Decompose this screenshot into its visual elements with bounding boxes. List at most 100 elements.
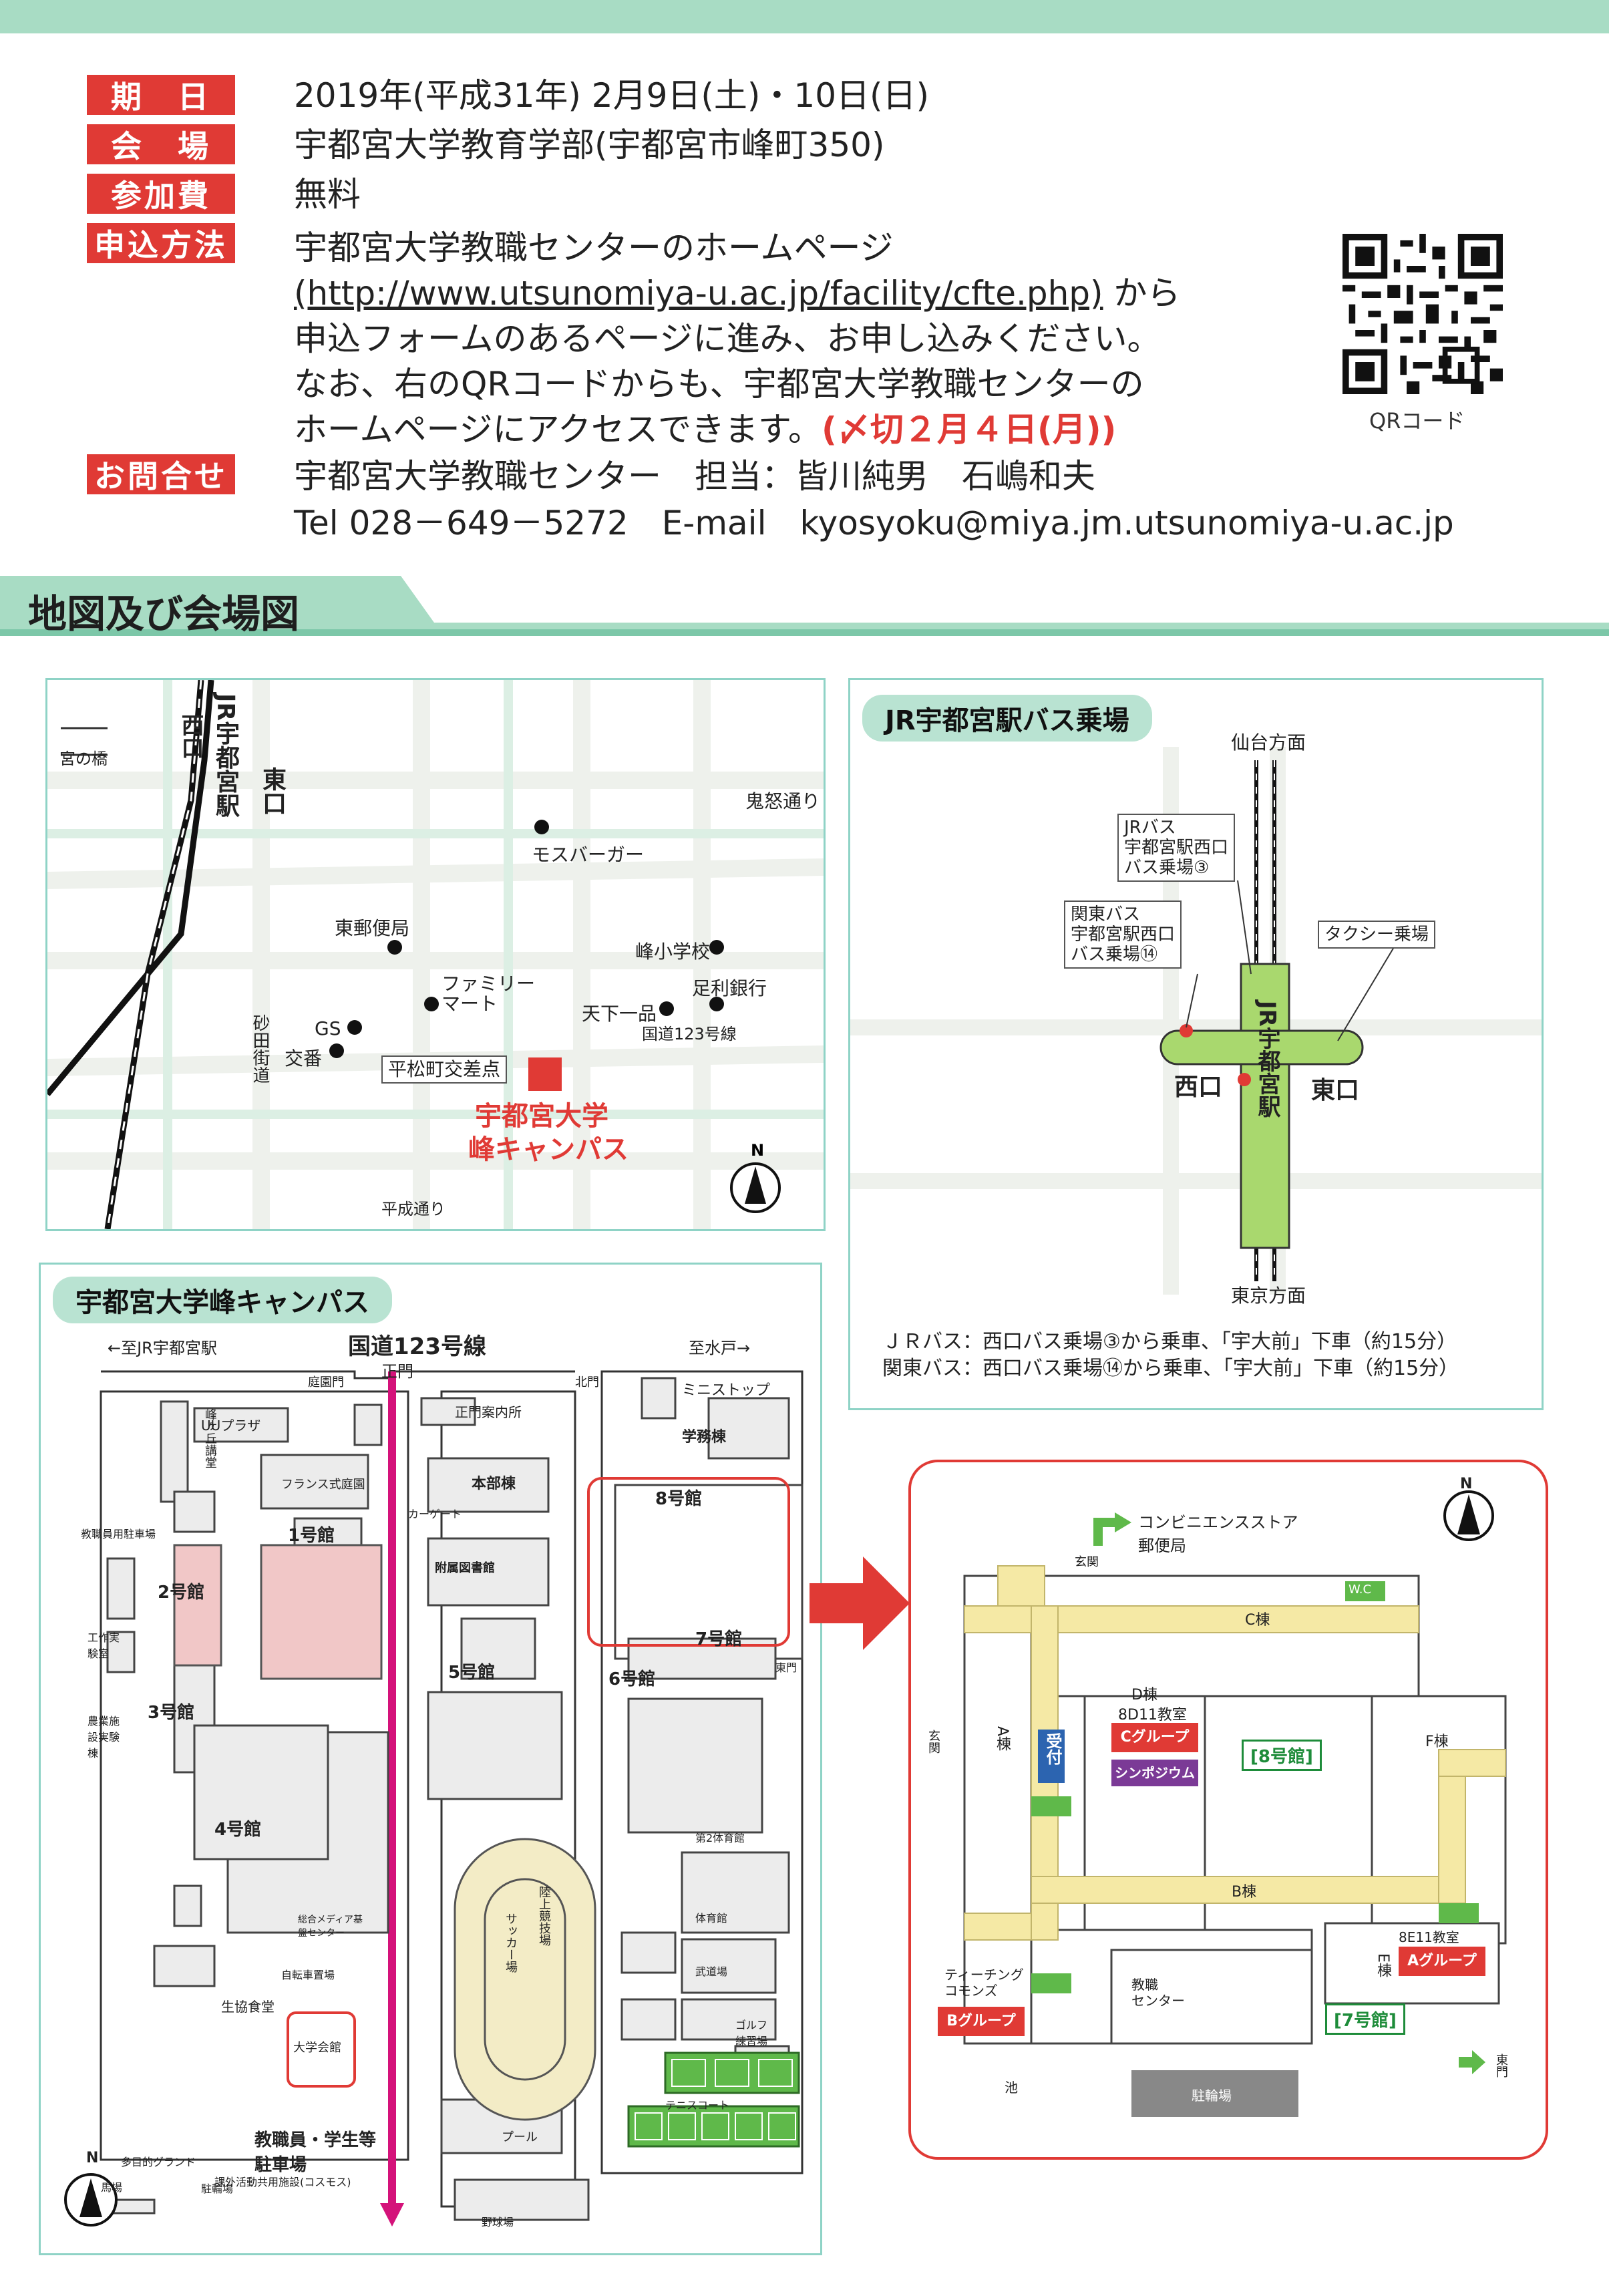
building-east-gate-label: 東門: [1494, 2054, 1508, 2078]
building-parking-label: 駐輪場: [1192, 2088, 1232, 2104]
post-office-label: 東郵便局: [335, 917, 410, 939]
room-8d11-label: 8D11教室: [1118, 1707, 1187, 1724]
label-date: 期 日: [87, 75, 235, 115]
b-building-label: B棟: [1232, 1884, 1257, 1901]
fee-value: 無料: [294, 175, 361, 214]
qr-label: QRコード: [1369, 408, 1465, 434]
d-building-label: D棟: [1131, 1687, 1157, 1703]
hiramatsu-junction-label: 平松町交差点: [381, 1055, 508, 1084]
section-header-bar: [0, 576, 1609, 636]
jr-station-label: JR宇都宮駅: [212, 693, 239, 818]
a-group-badge[interactable]: Aグループ: [1399, 1947, 1485, 1976]
gym-label: 体育館: [695, 1912, 728, 1925]
student-hall-label: 大学会館: [293, 2041, 341, 2055]
f-building-label: F棟: [1425, 1734, 1449, 1750]
family-mart-label: ファミリーマート: [441, 973, 536, 1015]
top-color-band: [0, 0, 1609, 33]
c-group-badge[interactable]: Cグループ: [1111, 1723, 1198, 1752]
contact-line1: 宇都宮大学教職センター 担当：皆川純男 石嶋和夫: [294, 457, 1095, 496]
library-label: 附属図書館: [435, 1561, 495, 1575]
apply-url-line: (http://www.utsunomiya-u.ac.jp/facility/…: [294, 270, 1180, 317]
qr-code-icon[interactable]: [1343, 234, 1503, 394]
campus-north-label: N: [86, 2150, 99, 2166]
sunada-road-label: 砂田街道: [250, 1014, 270, 1084]
label-venue: 会 場: [87, 124, 235, 164]
tokyo-direction-label: 東京方面: [1231, 1285, 1306, 1307]
reception-label: 受付: [1043, 1733, 1062, 1765]
campus-map-diagram: [64, 1370, 803, 2227]
entrance-left-label: 玄関: [926, 1730, 940, 1754]
entrance-top-label: 玄関: [1075, 1555, 1099, 1569]
bus-note-jr: ＪＲバス：西口バス乗場③から乗車、「宇大前」下車（約15分）: [882, 1330, 1457, 1353]
coop-cafeteria-label: 生協食堂: [221, 1999, 275, 2015]
b-group-badge[interactable]: Bグループ: [938, 2007, 1025, 2036]
teaching-commons-label: ティーチング コモンズ: [944, 1967, 1024, 1999]
workshop-label: 工作実験室: [87, 1631, 120, 1660]
gakumu-building-label: 学務棟: [682, 1429, 727, 1446]
budo-label: 武道場: [695, 1965, 728, 1978]
bus-map-panel: JR宇都宮駅バス乗場 仙台方面 東京方面 JRバス 宇都宮駅西口 バス乗場③ 関…: [848, 678, 1544, 1410]
stable-label: 馬場: [101, 2181, 123, 2194]
city-map-roads: N: [47, 680, 824, 1229]
apply-url-suffix: から: [1103, 274, 1181, 313]
contact-line2: Tel 028－649－5272 E-mail kyosyoku@miya.jm…: [294, 504, 1454, 542]
venue-value: 宇都宮大学教育学部(宇都宮市峰町350): [294, 126, 885, 164]
miyanohashi-label: 宮の橋: [59, 750, 108, 768]
route123-label: 国道123号線: [642, 1025, 737, 1043]
soccer-label: サッカー場: [504, 1913, 518, 1973]
building7-label: 7号館: [695, 1629, 743, 1649]
city-map-panel: N 宮の橋 西口 JR宇都宮駅 東口 鬼怒通り モスバーガー 東郵便局 峰小学校…: [45, 678, 826, 1231]
north-gate-label: 北門: [575, 1375, 599, 1389]
baseball-label: 野球場: [482, 2216, 514, 2229]
tenkaippin-label: 天下一品: [582, 1003, 657, 1025]
apply-line4: なお、右のQRコードからも、宇都宮大学教職センターの: [294, 365, 1144, 403]
east-exit-label: 東口: [258, 767, 286, 815]
car-gate-label: カーゲート: [408, 1508, 462, 1520]
campus-map-title: 宇都宮大学峰キャンパス: [53, 1277, 392, 1323]
a-building-label: A棟: [994, 1726, 1011, 1752]
c-building-label: C棟: [1245, 1612, 1270, 1629]
staff-student-parking-label: 教職員・学生等駐車場: [254, 2130, 377, 2175]
zoom-arrow-icon: [810, 1556, 910, 1650]
apply-url-link[interactable]: (http://www.utsunomiya-u.ac.jp/facility/…: [294, 274, 1103, 313]
bus-map-diagram: [850, 747, 1542, 1295]
campus-label-1: 宇都宮大学: [475, 1101, 608, 1132]
svg-text:N: N: [751, 1141, 764, 1160]
kinu-road-label: 鬼怒通り: [745, 790, 821, 812]
bus-map-station-label: JR宇都宮駅: [1254, 1001, 1280, 1118]
apply-deadline: (〆切２月４日(月)): [822, 410, 1117, 449]
mine-school-label: 峰小学校: [635, 941, 711, 963]
mine-auditorium-label: 峰ヶ丘講堂: [203, 1408, 217, 1468]
media-center-label: 総合メディア基盤センター: [298, 1915, 363, 1939]
campus-map-panel: 宇都宮大学峰キャンパス ←至JR宇都宮駅 国道123号線 至水戸→ 正門 庭園門…: [39, 1263, 822, 2255]
apply-line5-text: ホームページにアクセスできます。: [294, 410, 822, 449]
garden-gate-label: 庭園門: [308, 1375, 344, 1389]
room-8e11-label: 8E11教室: [1399, 1929, 1459, 1945]
building-map-diagram: [963, 1490, 1507, 2117]
building8-badge: [8号館]: [1242, 1740, 1322, 1771]
wc-label: W.C: [1349, 1583, 1372, 1597]
cosmos-facility-label: 課外活動共用施設(コスモス): [214, 2176, 351, 2188]
pool-label: プール: [502, 2130, 538, 2144]
route123-campus-label: 国道123号線: [348, 1333, 486, 1360]
mos-label: モスバーガー: [532, 844, 645, 866]
campus-marker[interactable]: [528, 1057, 562, 1091]
building7-badge: [7号館]: [1325, 2003, 1405, 2035]
date-value: 2019年(平成31年) 2月9日(土)・10日(日): [294, 76, 930, 115]
multipurpose-ground-label: 多目的グランド: [121, 2156, 196, 2168]
golf-label: ゴルフ練習場: [735, 2019, 768, 2047]
ashikaga-bank-label: 足利銀行: [692, 977, 767, 999]
west-exit-label: 西口: [177, 713, 204, 759]
agri-lab-label: 農業施設実験棟: [87, 1715, 120, 1760]
label-contact: お問合せ: [87, 454, 235, 494]
building6-label: 6号館: [608, 1669, 656, 1689]
symposium-badge[interactable]: シンポジウム: [1111, 1760, 1198, 1786]
e-building-label: E棟: [1375, 1953, 1391, 1977]
building-map-panel: コンビニエンスストア 郵便局 玄関 C棟 D棟 F棟 B棟 A棟 E棟 受付 W…: [908, 1460, 1548, 2160]
to-station-label: ←至JR宇都宮駅: [108, 1339, 217, 1357]
uu-plaza-label: UUプラザ: [201, 1418, 261, 1434]
gs-label: GS: [315, 1017, 341, 1039]
bus-map-title: JR宇都宮駅バス乗場: [862, 695, 1152, 742]
athletics-label: 陸上競技場: [537, 1886, 551, 1946]
tennis-label: テニスコート: [665, 2099, 730, 2112]
